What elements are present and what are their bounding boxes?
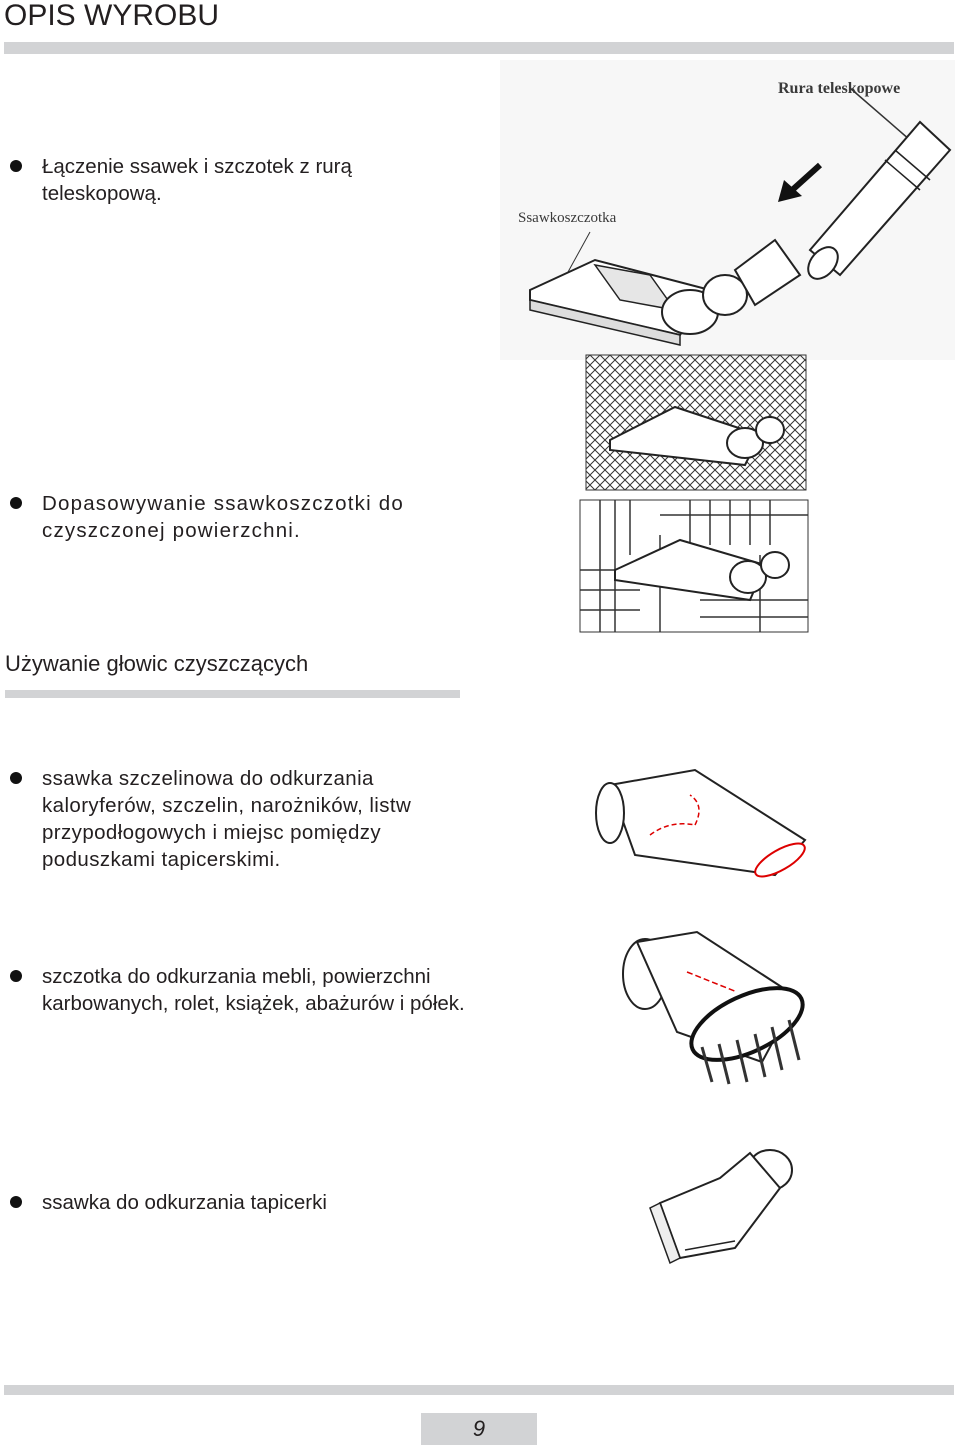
bullet-text: Łączenie ssawek i szczotek z rurą telesk… — [42, 155, 352, 205]
label-floor-nozzle: Ssawkoszczotka — [518, 210, 617, 226]
header-rule — [4, 42, 954, 54]
section-rule — [5, 690, 460, 698]
bullet-text: ssawka do odkurzania tapicerki — [42, 1191, 327, 1214]
bullet-text: szczotka do odkurzania mebli, powierzchn… — [42, 965, 465, 1015]
surfaces-drawing — [579, 354, 809, 633]
bullet-text: Dopasowywanie ssawkoszczotki do czyszczo… — [42, 492, 404, 542]
bullet-furniture-brush: szczotka do odkurzania mebli, powierzchn… — [10, 963, 467, 1017]
page-number: 9 — [421, 1413, 537, 1445]
furniture-brush-drawing — [622, 930, 805, 1085]
tube-nozzle-drawing — [529, 87, 952, 346]
bullet-text: ssawka szczelinowa do odkurzania kaloryf… — [42, 767, 412, 871]
bullet-crevice-nozzle: ssawka szczelinowa do odkurzania kaloryf… — [10, 765, 462, 873]
bullet-adjust-nozzle: Dopasowywanie ssawkoszczotki do czyszczo… — [10, 490, 472, 544]
bullet-icon — [10, 970, 22, 982]
crevice-nozzle-drawing — [595, 768, 807, 878]
footer-rule — [4, 1385, 954, 1395]
figure-tube-nozzle: Rura teleskopowe Ssawkoszczotka — [500, 60, 955, 360]
bullet-icon — [10, 772, 22, 784]
section-heading: Używanie głowic czyszczących — [5, 651, 309, 676]
bullet-icon — [10, 497, 22, 509]
page-title: OPIS WYROBU — [4, 0, 220, 32]
bullet-upholstery-nozzle: ssawka do odkurzania tapicerki — [10, 1189, 462, 1216]
bullet-connect-nozzles: Łączenie ssawek i szczotek z rurą telesk… — [10, 153, 472, 207]
bullet-icon — [10, 160, 22, 172]
upholstery-nozzle-drawing — [649, 1149, 793, 1265]
figure-surfaces — [579, 354, 810, 635]
bullet-icon — [10, 1196, 22, 1208]
label-telescopic-tube: Rura teleskopowe — [778, 80, 901, 97]
